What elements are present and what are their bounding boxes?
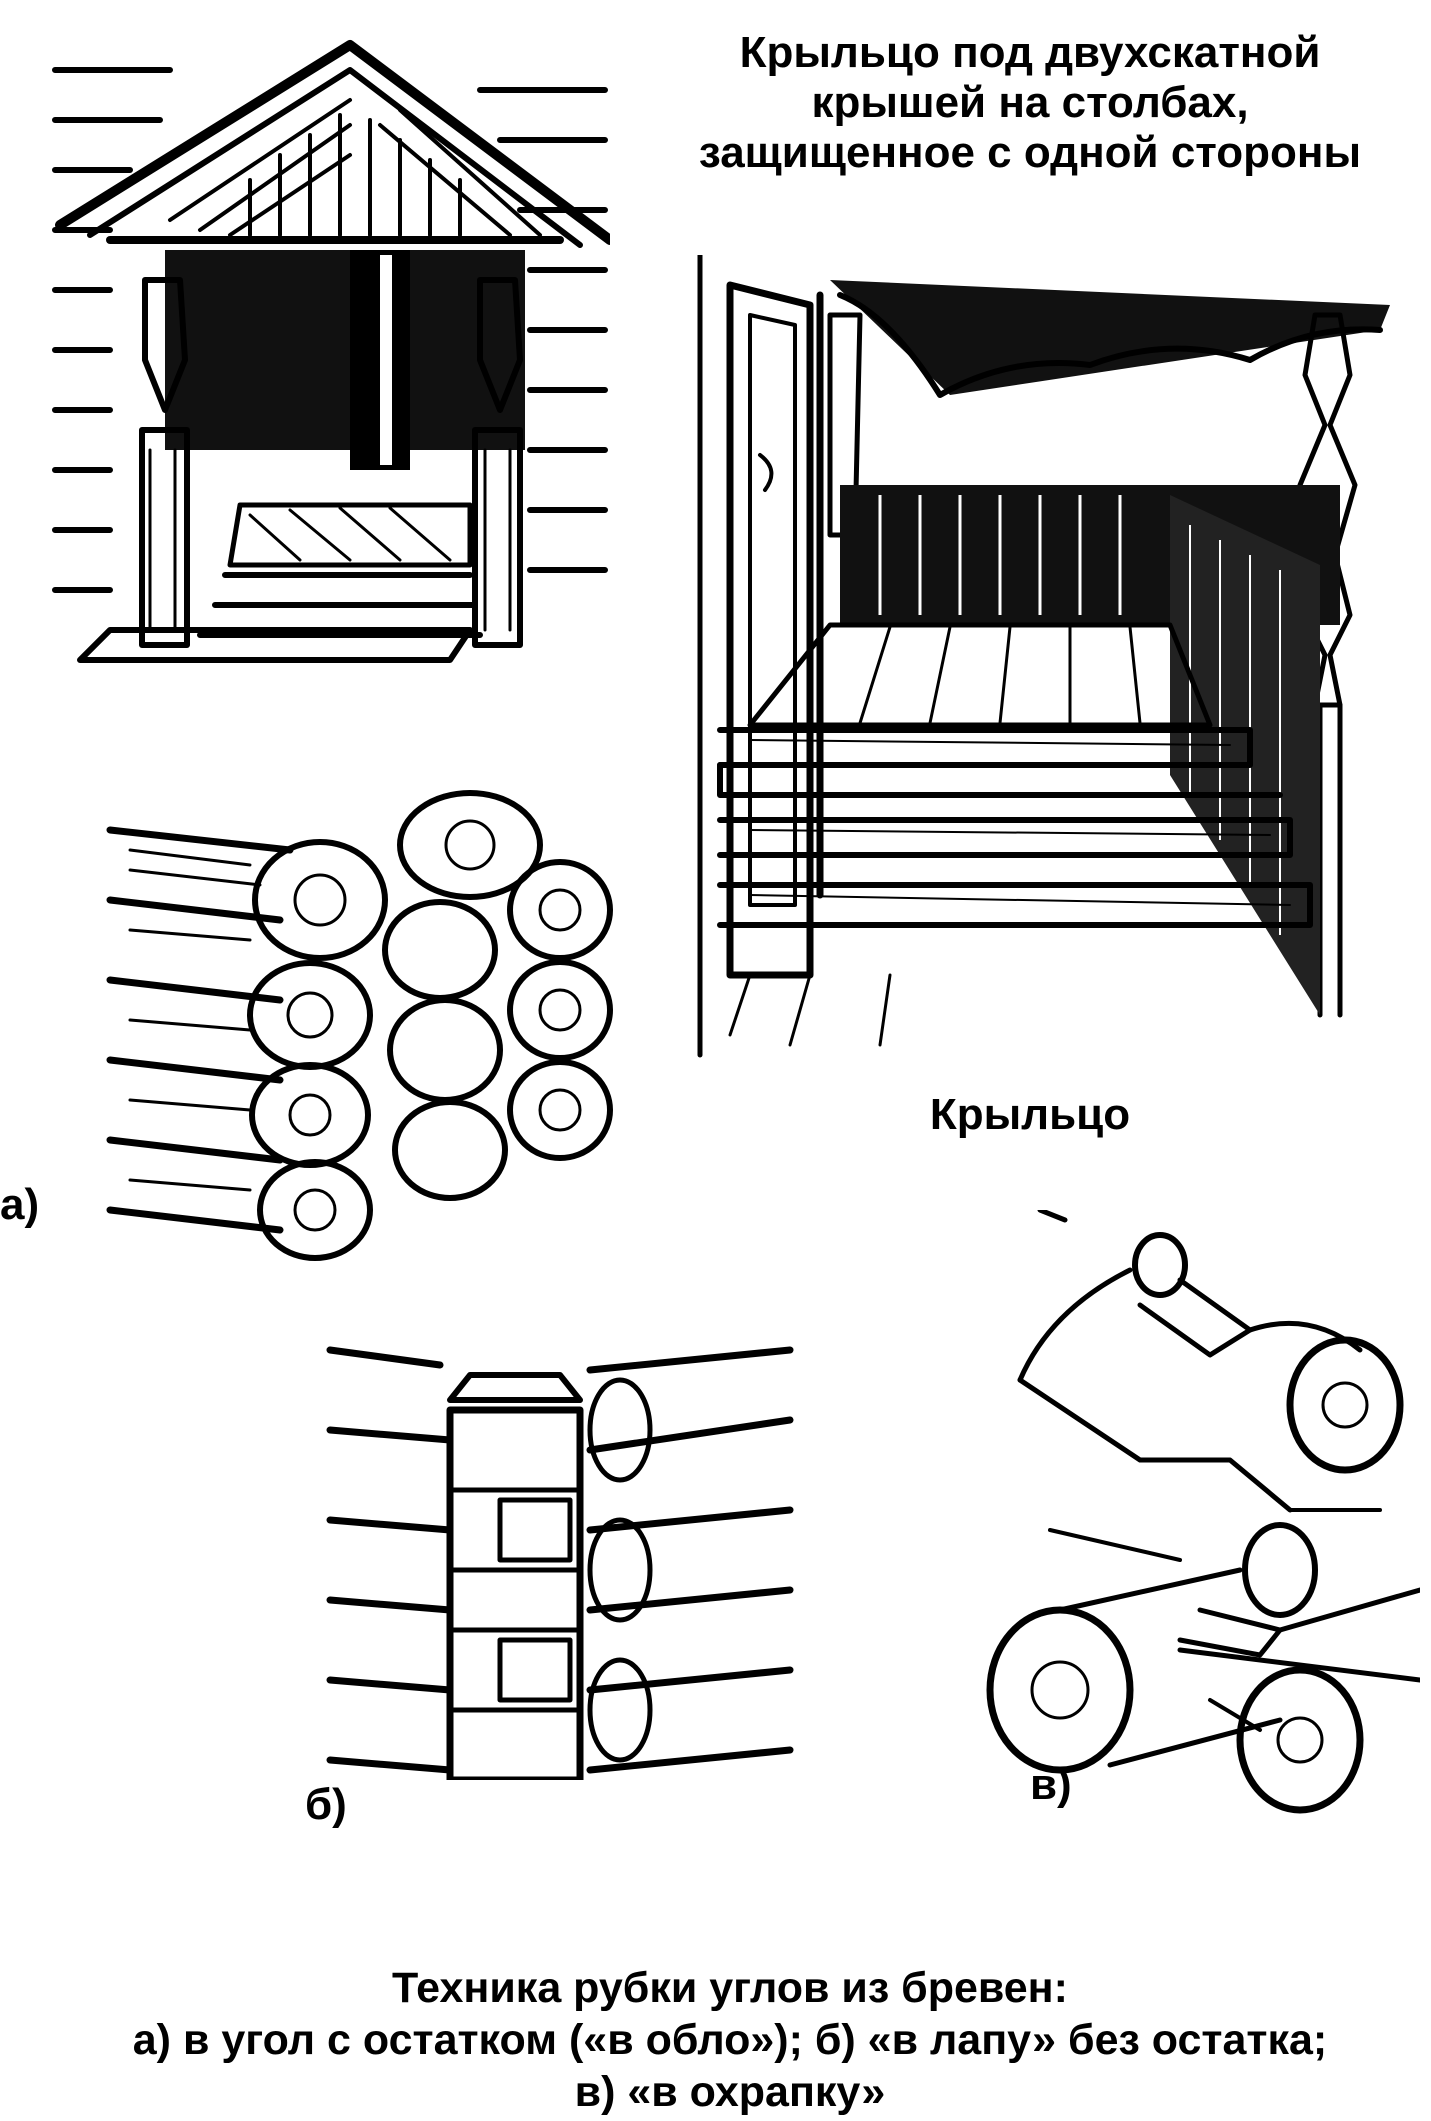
title-line-2: крышей на столбах, (811, 78, 1249, 127)
label-c: в) (1030, 1760, 1072, 1809)
side-protected-porch-illustration (697, 255, 1390, 1058)
title-line-3: защищенное с одной стороны (698, 128, 1362, 177)
caption-line-2: а) в угол с остатком («в обло»); б) «в л… (132, 2016, 1328, 2064)
log-corner-a-illustration (106, 790, 613, 1261)
gabled-porch-illustration (52, 40, 610, 663)
log-corner-b-illustration (326, 1346, 794, 1780)
porch-caption: Крыльцо (929, 1090, 1131, 1139)
label-b: б) (305, 1780, 347, 1829)
caption-line-3: в) «в охрапку» (574, 2068, 886, 2116)
label-a: а) (0, 1180, 40, 1229)
corner-technique-caption: Техника рубки углов из бревен: а) в угол… (40, 1962, 1420, 2118)
title-line-1: Крыльцо под двухскатной (739, 28, 1321, 77)
caption-line-1: Техника рубки углов из бревен: (392, 1964, 1068, 2012)
figure-title: Крыльцо под двухскатной крышей на столба… (640, 28, 1420, 178)
log-joint-c-illustration (986, 1210, 1420, 1814)
